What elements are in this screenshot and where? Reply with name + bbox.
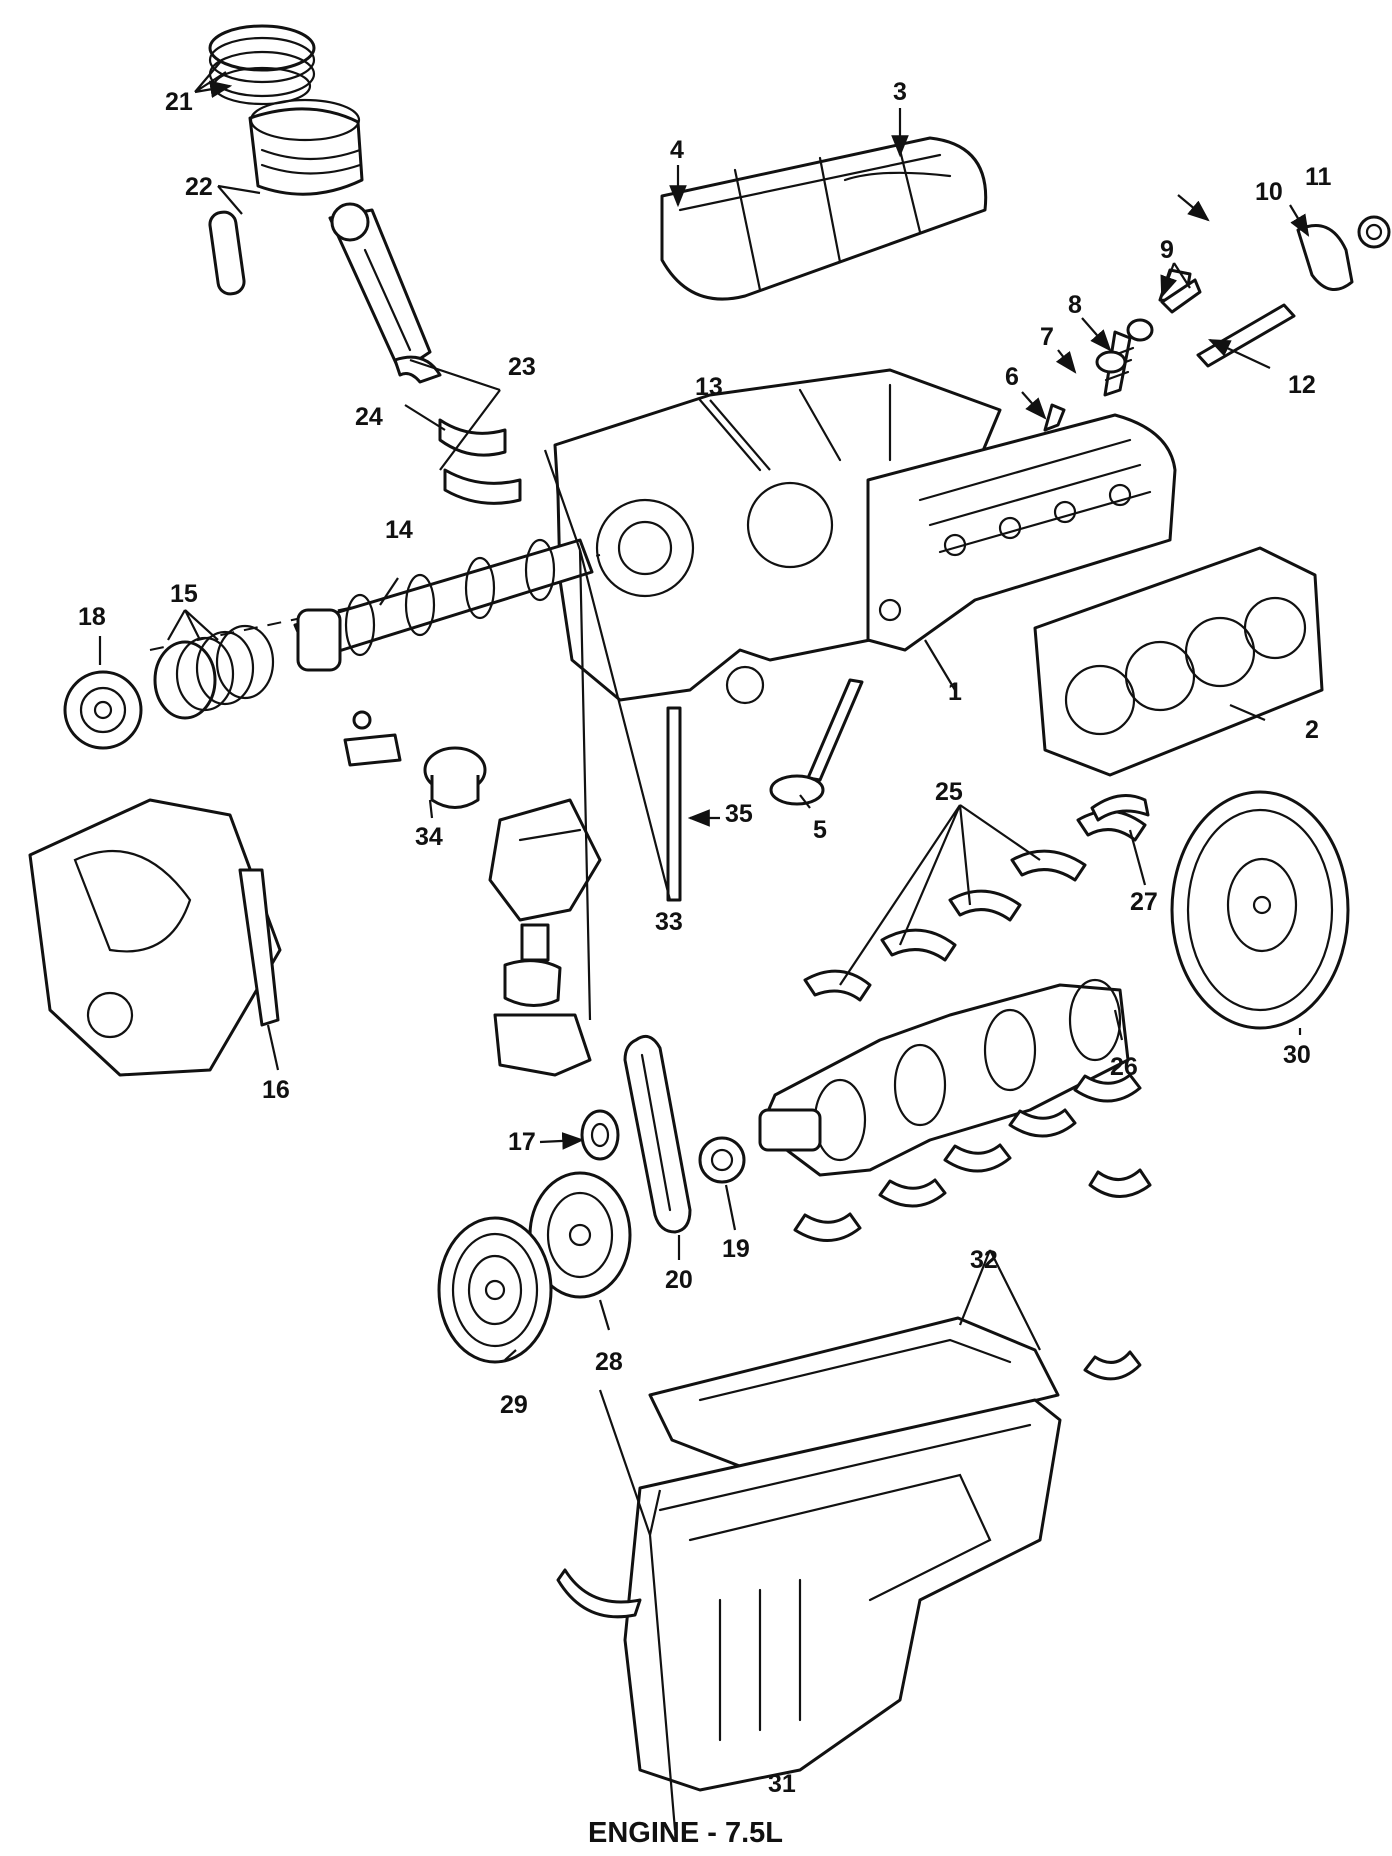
callout-24: 24: [355, 403, 383, 431]
pushrod: [666, 706, 682, 902]
callout-8: 8: [1068, 291, 1082, 319]
camshaft: [149, 538, 601, 672]
callout-3: 3: [893, 78, 907, 106]
oil-pump-assembly: [343, 710, 602, 1077]
piston-rings: [208, 24, 316, 106]
callout-28: 28: [595, 1348, 623, 1376]
head-gasket: [1033, 546, 1324, 777]
timing-cover: [28, 798, 282, 1077]
timing-parts: [580, 1034, 746, 1234]
callout-25: 25: [935, 778, 963, 806]
callout-1: 1: [948, 678, 962, 706]
rocker-pivot-parts: [1196, 215, 1391, 368]
piston: [208, 98, 364, 296]
callout-9: 9: [1160, 236, 1174, 264]
cylinder-head: [866, 413, 1177, 652]
callout-leaders: [98, 59, 1310, 1831]
callout-29: 29: [500, 1391, 528, 1419]
callout-14: 14: [385, 516, 413, 544]
callout-11: 11: [1305, 163, 1332, 191]
callout-6: 6: [1005, 363, 1019, 391]
callout-23: 23: [508, 353, 536, 381]
callout-13: 13: [695, 373, 723, 401]
callout-20: 20: [665, 1266, 693, 1294]
connecting-rod: [328, 202, 432, 374]
oil-pan: [556, 1398, 1062, 1792]
callout-30: 30: [1283, 1041, 1311, 1069]
callout-33: 33: [655, 908, 683, 936]
callout-17: 17: [508, 1128, 536, 1156]
callout-31: 31: [768, 1770, 796, 1798]
callout-21: 21: [165, 88, 193, 116]
crankshaft: [758, 978, 1130, 1177]
callout-26: 26: [1110, 1053, 1138, 1081]
callout-10: 10: [1255, 178, 1283, 206]
callout-19: 19: [722, 1235, 750, 1263]
callout-15: 15: [170, 580, 198, 608]
main-bearings-lower: [793, 1073, 1152, 1242]
callout-7: 7: [1040, 323, 1054, 351]
damper-and-pulley: [437, 1171, 632, 1364]
engine-block: [553, 368, 1002, 705]
camshaft-thrust-parts: [153, 624, 275, 720]
callout-16: 16: [262, 1076, 290, 1104]
callout-27: 27: [1130, 888, 1158, 916]
callout-4: 4: [670, 136, 684, 164]
oil-pan-gasket: [648, 1316, 1142, 1472]
flywheel: [1170, 790, 1350, 1030]
camshaft-sprocket: [63, 670, 143, 750]
diagram-caption: ENGINE - 7.5L: [588, 1817, 783, 1849]
callout-5: 5: [813, 816, 827, 844]
callout-18: 18: [78, 603, 106, 631]
callout-35: 35: [725, 800, 753, 828]
callout-22: 22: [185, 173, 213, 201]
main-bearings-upper: [803, 794, 1150, 1002]
valve-cover: [660, 136, 988, 301]
valve: [769, 678, 864, 806]
callout-12: 12: [1288, 371, 1316, 399]
callout-2: 2: [1305, 716, 1319, 744]
callout-34: 34: [415, 823, 443, 851]
rod-bearings: [393, 355, 522, 505]
callout-labels: 1 2 3 4 5 6 7 8 9 10 11 12 13 14 15 16 1…: [78, 78, 1332, 1798]
callout-32: 32: [970, 1246, 998, 1274]
